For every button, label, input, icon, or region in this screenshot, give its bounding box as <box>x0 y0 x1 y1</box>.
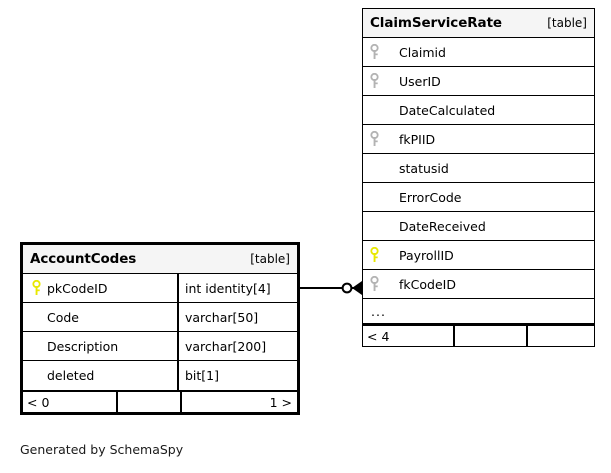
column-name: fkCodeID <box>399 276 456 292</box>
column-type: varchar[200] <box>185 338 267 354</box>
table-row[interactable]: deleted bit[1] <box>23 361 297 390</box>
table-row[interactable]: PayrollID <box>363 241 594 270</box>
key-icon-yellow <box>363 247 385 263</box>
table-header-accountcodes: AccountCodes [table] <box>23 245 297 274</box>
column-name: statusid <box>399 160 449 176</box>
column-name: PayrollID <box>399 247 454 263</box>
table-row[interactable]: Code varchar[50] <box>23 303 297 332</box>
table-row[interactable]: UserID <box>363 67 594 96</box>
relationship-connector-accountcodes-to-claimservicerate <box>295 272 367 306</box>
table-row[interactable]: Description varchar[200] <box>23 332 297 361</box>
column-type: int identity[4] <box>185 280 271 296</box>
key-icon-gray <box>363 276 385 292</box>
column-name: DateCalculated <box>399 102 496 118</box>
column-type: varchar[50] <box>185 309 259 325</box>
table-row[interactable]: ErrorCode <box>363 183 594 212</box>
column-name: deleted <box>47 368 95 383</box>
column-name: ErrorCode <box>399 189 462 205</box>
column-name: UserID <box>399 73 441 89</box>
footer-middle <box>116 392 180 412</box>
table-footer-accountcodes: < 0 1 > <box>23 390 297 412</box>
footer-outgoing-relationships: 1 > <box>180 392 297 412</box>
footer-outgoing-relationships <box>526 326 594 346</box>
table-row[interactable]: fkPIID <box>363 125 594 154</box>
table-row[interactable]: DateReceived <box>363 212 594 241</box>
table-row[interactable]: Claimid <box>363 38 594 67</box>
table-row[interactable]: statusid <box>363 154 594 183</box>
key-icon-gray <box>363 131 385 147</box>
footer-middle <box>453 326 526 346</box>
table-header-claimservicerate: ClaimServiceRate [table] <box>363 9 594 38</box>
column-name: Code <box>47 309 80 325</box>
column-name: Description <box>47 338 119 354</box>
key-icon-gray <box>363 44 385 60</box>
column-list-accountcodes: pkCodeID int identity[4] Code varchar[50… <box>23 274 297 390</box>
table-footer-claimservicerate: < 4 <box>363 324 594 346</box>
table-claimservicerate[interactable]: ClaimServiceRate [table] Claimid <box>362 8 595 347</box>
column-name: DateReceived <box>399 218 486 234</box>
key-icon-gray <box>363 73 385 89</box>
table-title-claimservicerate: ClaimServiceRate <box>370 15 502 31</box>
column-name: pkCodeID <box>47 280 108 296</box>
table-accountcodes[interactable]: AccountCodes [table] pkCodeID int identi… <box>20 242 300 415</box>
column-name-cell: Description <box>23 332 179 360</box>
table-row[interactable]: DateCalculated <box>363 96 594 125</box>
column-list-claimservicerate: Claimid UserID DateCalculated <box>363 38 594 324</box>
more-columns-indicator: ... <box>363 299 594 324</box>
table-row[interactable]: pkCodeID int identity[4] <box>23 274 297 303</box>
table-type-tag-accountcodes: [table] <box>250 252 290 266</box>
table-row[interactable]: fkCodeID <box>363 270 594 299</box>
footer-incoming-relationships: < 0 <box>27 394 50 410</box>
column-name: fkPIID <box>399 131 436 147</box>
column-name-cell: Code <box>23 303 179 331</box>
column-type: bit[1] <box>185 368 220 383</box>
column-name: Claimid <box>399 44 446 60</box>
key-icon-yellow <box>25 280 47 296</box>
generated-by-caption: Generated by SchemaSpy <box>20 442 184 457</box>
column-name-cell: deleted <box>23 361 179 390</box>
column-name-cell: pkCodeID <box>23 274 179 302</box>
table-title-accountcodes: AccountCodes <box>30 251 137 267</box>
footer-incoming-relationships: < 4 <box>367 328 390 344</box>
table-type-tag-claimservicerate: [table] <box>547 16 587 30</box>
